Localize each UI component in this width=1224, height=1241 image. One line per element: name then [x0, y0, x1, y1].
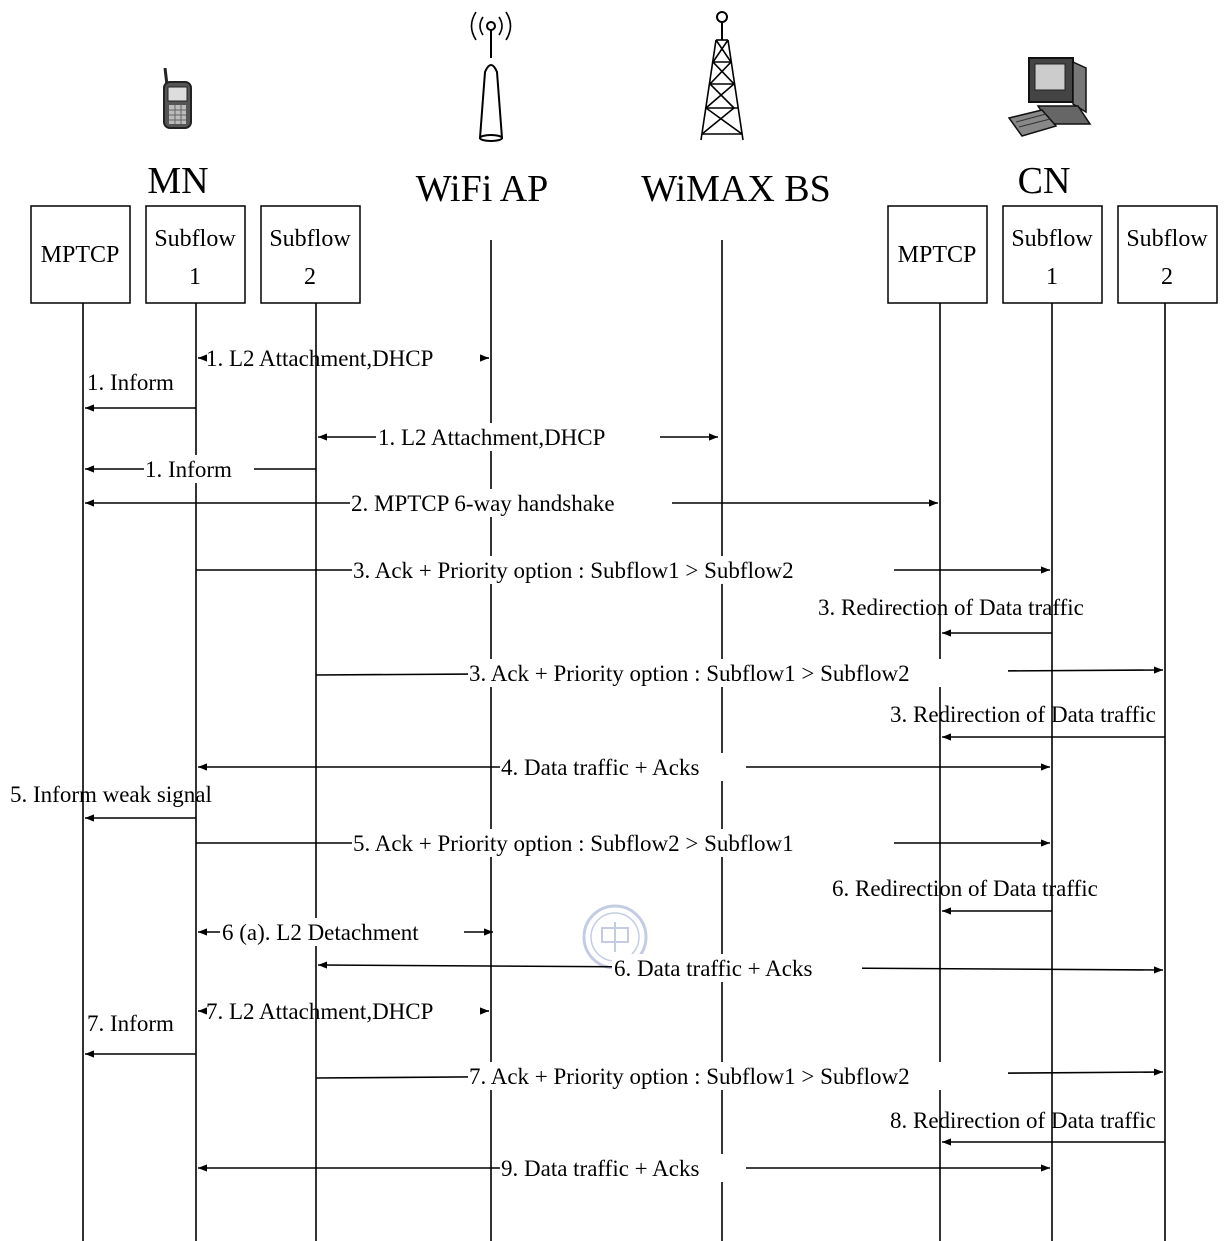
msg18-label: 7. Ack + Priority option : Subflow1 > Su… [469, 1064, 910, 1089]
msg10-label: 4. Data traffic + Acks [501, 755, 699, 780]
msg11-label: 5. Inform weak signal [10, 782, 212, 807]
msg7-label: 3. Redirection of Data traffic [818, 595, 1084, 620]
mn-subflow1-num: 1 [189, 264, 201, 290]
msg16-label: 7. L2 Attachment,DHCP [206, 999, 433, 1024]
mn-subflow1-label: Subflow [154, 226, 236, 252]
cn-subflow1-label: Subflow [1011, 226, 1093, 252]
mn-subflow2-label: Subflow [269, 226, 351, 252]
msg5-label: 2. MPTCP 6-way handshake [351, 491, 615, 516]
msg9-label: 3. Redirection of Data traffic [890, 702, 1156, 727]
msg3-label: 1. L2 Attachment,DHCP [378, 425, 605, 450]
mn-label: MN [147, 160, 208, 202]
cn-subflow1-num: 1 [1046, 264, 1058, 290]
wifi-access-point-icon [472, 12, 511, 141]
cn-subflow2-label: Subflow [1126, 226, 1208, 252]
mn-subflow2-num: 2 [304, 264, 316, 290]
cn-label: CN [1018, 160, 1071, 202]
msg17-label: 7. Inform [87, 1011, 174, 1036]
msg20-label: 9. Data traffic + Acks [501, 1156, 699, 1181]
msg15-label: 6. Data traffic + Acks [614, 956, 812, 981]
msg4-label: 1. Inform [145, 457, 232, 482]
msg6-label: 3. Ack + Priority option : Subflow1 > Su… [353, 558, 794, 583]
msg19-label: 8. Redirection of Data traffic [890, 1108, 1156, 1133]
msg12-label: 5. Ack + Priority option : Subflow2 > Su… [353, 831, 794, 856]
msg8-label: 3. Ack + Priority option : Subflow1 > Su… [469, 661, 910, 686]
desktop-computer-icon [1009, 58, 1090, 136]
msg14-label: 6 (a). L2 Detachment [222, 920, 419, 945]
wifi-ap-label: WiFi AP [416, 168, 549, 210]
wimax-bs-label: WiMAX BS [641, 168, 831, 210]
wimax-tower-icon [701, 12, 743, 140]
cn-subflow2-num: 2 [1161, 264, 1173, 290]
msg13-label: 6. Redirection of Data traffic [832, 876, 1098, 901]
mn-mptcp-label: MPTCP [41, 242, 120, 268]
msg2-label: 1. Inform [87, 370, 174, 395]
msg1-label: 1. L2 Attachment,DHCP [206, 346, 433, 371]
mobile-phone-icon [164, 68, 191, 128]
cn-mptcp-label: MPTCP [898, 242, 977, 268]
